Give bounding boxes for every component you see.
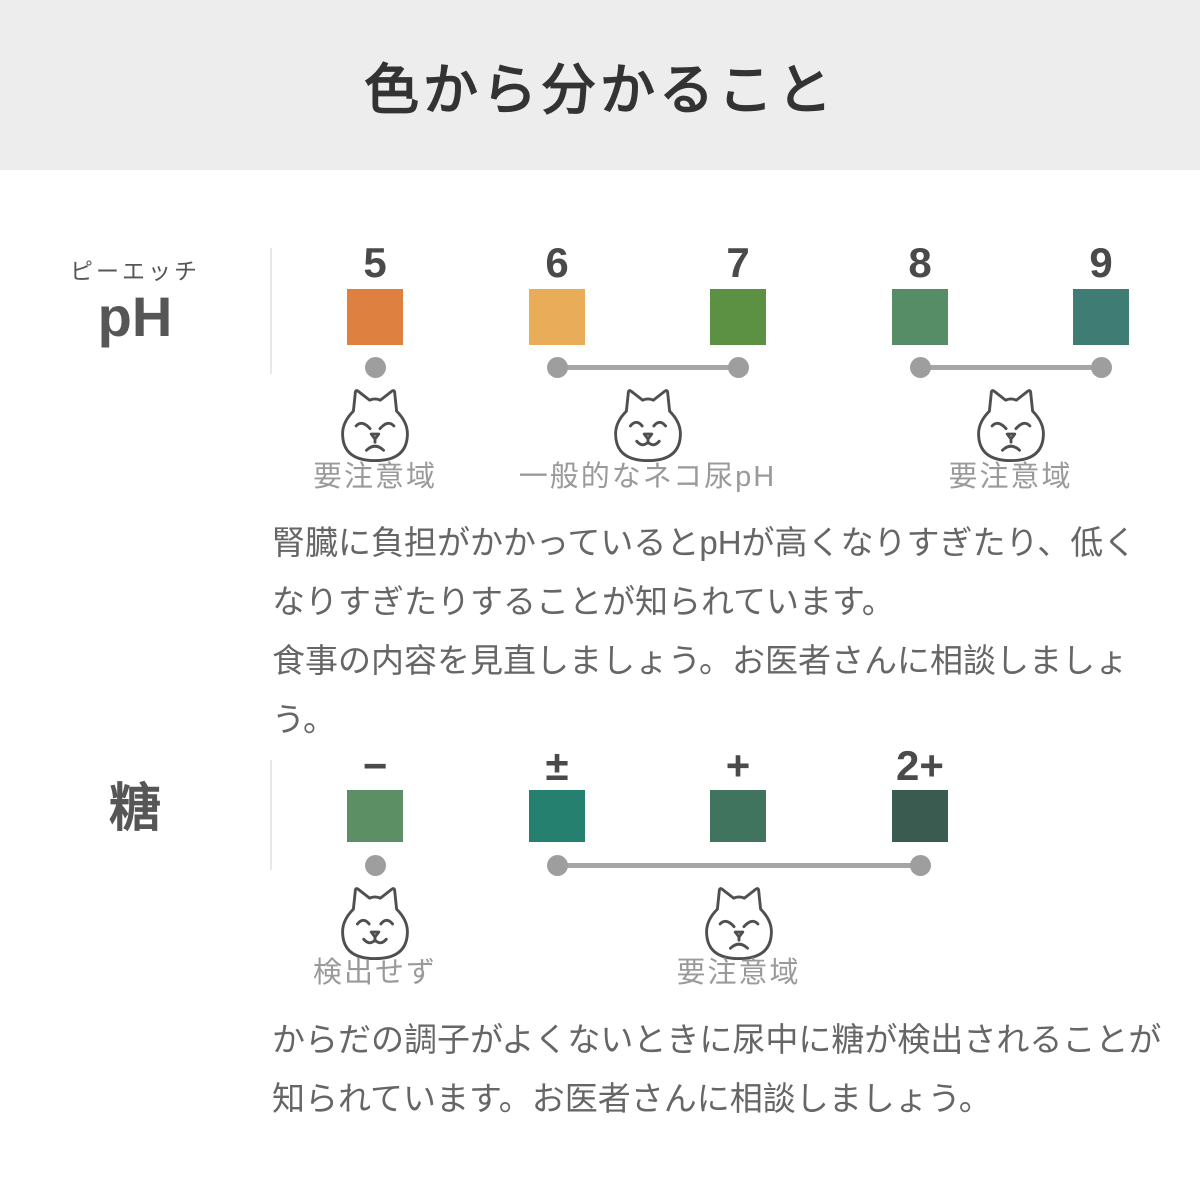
- description-line: 知られています。お医者さんに相談しましょう。: [272, 1080, 992, 1117]
- ph-divider: [270, 248, 272, 374]
- ph-range-dot: [364, 356, 386, 378]
- ph-description: 腎臓に負担がかかっているとpHが高くなりすぎたり、低く なりすぎたりすることが知…: [272, 513, 1172, 749]
- ph-range-dot: [1090, 356, 1112, 378]
- ph-label: pH: [97, 285, 173, 348]
- ph-range-line: [557, 364, 738, 370]
- header: 色から分かること: [0, 0, 1200, 170]
- ph-value-label: 8: [908, 239, 932, 286]
- sugar-color-swatch: [347, 790, 403, 842]
- sugar-color-swatch: [892, 790, 948, 842]
- cat-sad-icon: [966, 384, 1056, 472]
- description-line: 食事の内容を見直しましょう。お医者さんに相談しましょう。: [272, 642, 1129, 738]
- ph-color-swatch: [710, 289, 766, 345]
- ph-range-dot: [909, 356, 931, 378]
- sugar-range-line: [557, 862, 920, 868]
- ph-row-label: ピーエッチ pH: [40, 252, 230, 348]
- ph-value-label: 5: [363, 239, 387, 286]
- sugar-value-label: 2+: [896, 742, 944, 789]
- sugar-color-swatch: [529, 790, 585, 842]
- sugar-range-label: 検出せず: [312, 957, 437, 989]
- cat-happy-icon: [603, 384, 693, 472]
- ph-range-line: [920, 364, 1101, 370]
- ph-range-dot: [727, 356, 749, 378]
- sugar-color-swatch: [710, 790, 766, 842]
- ph-color-swatch: [892, 289, 948, 345]
- ph-range-label: 要注意域: [312, 461, 437, 493]
- ph-range-dot: [546, 356, 568, 378]
- cat-happy-icon: [330, 882, 420, 970]
- ph-range-label: 一般的なネコ尿pH: [518, 461, 777, 493]
- ph-range-label: 要注意域: [948, 461, 1073, 493]
- sugar-range-dot: [364, 854, 386, 876]
- sugar-value-label: −: [362, 742, 388, 789]
- cat-sad-icon: [694, 882, 784, 970]
- ph-color-swatch: [529, 289, 585, 345]
- ph-value-label: 7: [726, 239, 750, 286]
- ph-value-label: 9: [1089, 239, 1113, 286]
- description-line: 腎臓に負担がかかっているとpHが高くなりすぎたり、低く: [272, 524, 1137, 561]
- cat-sad-icon: [330, 384, 420, 472]
- sugar-range-dot: [909, 854, 931, 876]
- sugar-value-label: +: [725, 742, 751, 789]
- sugar-range-label: 要注意域: [676, 957, 801, 989]
- ph-color-swatch: [1073, 289, 1129, 345]
- sugar-label: 糖: [108, 780, 161, 838]
- sugar-description: からだの調子がよくないときに尿中に糖が検出されることが 知られています。お医者さ…: [272, 1010, 1172, 1128]
- sugar-divider: [270, 760, 272, 870]
- sugar-row-label: 糖: [40, 778, 230, 840]
- description-line: からだの調子がよくないときに尿中に糖が検出されることが: [272, 1021, 1162, 1058]
- ph-color-swatch: [347, 289, 403, 345]
- ph-value-label: 6: [545, 239, 569, 286]
- ph-ruby-label: ピーエッチ: [70, 258, 200, 284]
- sugar-value-label: ±: [545, 742, 569, 789]
- sugar-range-dot: [546, 854, 568, 876]
- description-line: なりすぎたりすることが知られています。: [272, 583, 895, 620]
- page-title: 色から分かること: [363, 59, 836, 121]
